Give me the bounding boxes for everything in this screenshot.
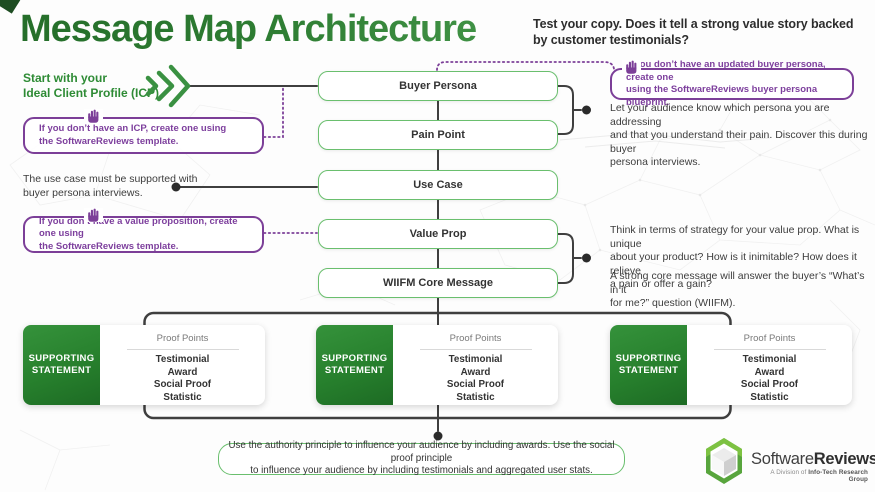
logo-hexagon-cube-icon	[706, 438, 742, 484]
proof-item: Social Proof	[446, 379, 505, 390]
softwarereviews-logo: SoftwareReviews A Division of Info-Tech …	[703, 437, 875, 487]
dot-persona-note	[582, 105, 591, 115]
dotted-persona-tip-connector	[436, 61, 615, 71]
proof-item: Award	[167, 366, 198, 378]
tip-text: If you don’t have an updated buyer perso…	[626, 59, 826, 108]
flow-box-label: Pain Point	[411, 129, 465, 141]
logo-tagline-bold: Info-Tech Research Group	[808, 469, 868, 483]
divider	[419, 349, 532, 350]
tip-text: If you don’t have a value proposition, c…	[39, 215, 238, 252]
proof-item: Social Proof	[740, 379, 799, 390]
hand-icon	[622, 60, 641, 74]
supporting-statement-label: SUPPORTING STATEMENT	[615, 353, 682, 376]
tip-text: If you don’t have an ICP, create one usi…	[39, 123, 227, 147]
proof-item: Testimonial	[742, 354, 797, 365]
intro-label: Start with your Ideal Client Profile (IC…	[23, 71, 160, 100]
tip-box-icp: If you don’t have an ICP, create one usi…	[23, 117, 264, 154]
flow-box-label: Value Prop	[409, 228, 467, 240]
supporting-card-2: SUPPORTING STATEMENT Proof Points Testim…	[316, 325, 558, 405]
supporting-statement-block: SUPPORTING STATEMENT	[316, 325, 393, 405]
proof-points-panel: Proof Points Testimonial Award Social Pr…	[100, 325, 265, 405]
proof-item: Award	[460, 366, 491, 378]
headline: Test your copy. Does it tell a strong va…	[533, 17, 854, 47]
dot-valueprop-note	[582, 253, 591, 263]
proof-points-panel: Proof Points Testimonial Award Social Pr…	[393, 325, 558, 405]
flow-box-pain-point: Pain Point	[318, 120, 558, 150]
note-buyer-persona: Let your audience know which persona you…	[610, 102, 868, 168]
footer-note-box: Use the authority principle to influence…	[218, 440, 625, 477]
bracket-valueprop-wiifm	[557, 233, 574, 284]
divider	[126, 349, 239, 350]
hand-icon	[84, 208, 103, 222]
logo-tagline-prefix: A Division of	[770, 469, 809, 476]
supporting-statement-block: SUPPORTING STATEMENT	[610, 325, 687, 405]
footer-note-text: Use the authority principle to influence…	[228, 440, 615, 477]
flow-box-wiifm-core-message: WIIFM Core Message	[318, 268, 558, 298]
flow-box-use-case: Use Case	[318, 170, 558, 200]
note-wiifm: A strong core message will answer the bu…	[610, 270, 865, 309]
dot-usecase-note	[171, 182, 181, 192]
flow-box-label: WIIFM Core Message	[382, 277, 494, 289]
proof-item: Testimonial	[448, 354, 503, 365]
hand-icon	[84, 109, 103, 123]
proof-points-title: Proof Points	[156, 333, 209, 344]
logo-wordmark: SoftwareReviews	[751, 450, 875, 469]
proof-item: Social Proof	[153, 379, 212, 390]
chevrons-icon	[145, 64, 191, 108]
tip-box-buyer-persona: If you don’t have an updated buyer perso…	[610, 59, 854, 108]
supporting-statement-label: SUPPORTING STATEMENT	[28, 353, 95, 376]
proof-item: Statistic	[750, 391, 789, 403]
supporting-statement-label: SUPPORTING STATEMENT	[321, 353, 388, 376]
flow-box-label: Buyer Persona	[399, 80, 477, 92]
proof-item: Statistic	[163, 391, 202, 403]
dot-footer	[433, 431, 443, 441]
proof-points-panel: Proof Points Testimonial Award Social Pr…	[687, 325, 852, 405]
supporting-statement-block: SUPPORTING STATEMENT	[23, 325, 100, 405]
flow-box-label: Use Case	[413, 179, 463, 191]
note-use-case: The use case must be supported with buye…	[23, 173, 198, 199]
dotted-icp-tip-connector	[263, 87, 284, 138]
note-value-prop: Think in terms of strategy for your valu…	[610, 224, 860, 290]
bracket-persona-painpoint	[557, 85, 574, 135]
proof-points-title: Proof Points	[743, 333, 796, 344]
page-title: Message Map Architecture	[20, 8, 477, 50]
divider	[713, 349, 826, 350]
supporting-card-3: SUPPORTING STATEMENT Proof Points Testim…	[610, 325, 852, 405]
proof-item: Statistic	[456, 391, 495, 403]
proof-points-title: Proof Points	[449, 333, 502, 344]
supporting-card-1: SUPPORTING STATEMENT Proof Points Testim…	[23, 325, 265, 405]
logo-word-regular: Software	[751, 450, 814, 468]
tip-box-value-prop: If you don’t have a value proposition, c…	[23, 216, 264, 253]
proof-item: Testimonial	[155, 354, 210, 365]
flow-box-buyer-persona: Buyer Persona	[318, 71, 558, 101]
logo-tagline: A Division of Info-Tech Research Group	[751, 469, 868, 483]
logo-word-bold: Reviews	[813, 450, 875, 468]
proof-item: Award	[754, 366, 785, 378]
flow-box-value-prop: Value Prop	[318, 219, 558, 249]
